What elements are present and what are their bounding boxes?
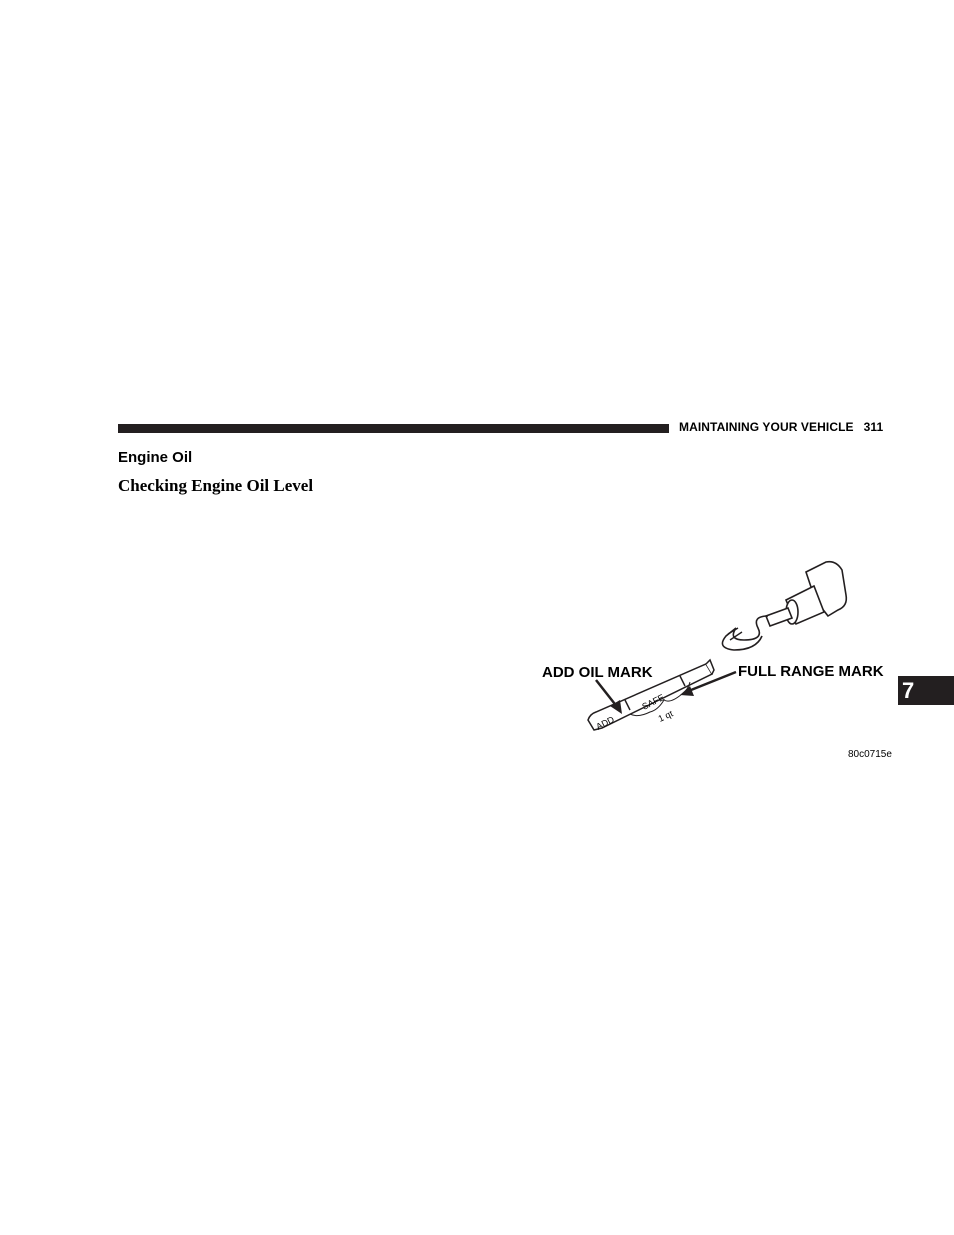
chapter-tab: 7: [898, 676, 954, 705]
running-header: MAINTAINING YOUR VEHICLE 311: [679, 420, 893, 434]
add-oil-arrow: [595, 679, 622, 714]
full-range-arrow: [680, 670, 737, 696]
figure-id: 80c0715e: [848, 749, 892, 760]
stick-label-qt: 1 qt: [657, 708, 675, 724]
page-number: 311: [863, 420, 884, 434]
full-range-mark-callout: FULL RANGE MARK: [738, 663, 884, 680]
running-header-title: MAINTAINING YOUR VEHICLE: [679, 420, 854, 434]
section-heading: Engine Oil: [118, 449, 193, 466]
dipstick-cable: [721, 615, 769, 651]
dipstick-illustration: ADD SAFE 1 qt ADD OIL MARK FULL RANGE MA…: [542, 560, 884, 732]
header-rule: [118, 424, 669, 433]
add-oil-mark-callout: ADD OIL MARK: [542, 664, 653, 681]
subsection-heading: Checking Engine Oil Level: [118, 476, 314, 495]
dipstick-blade: [587, 658, 715, 731]
dipstick-handle: [764, 560, 848, 628]
